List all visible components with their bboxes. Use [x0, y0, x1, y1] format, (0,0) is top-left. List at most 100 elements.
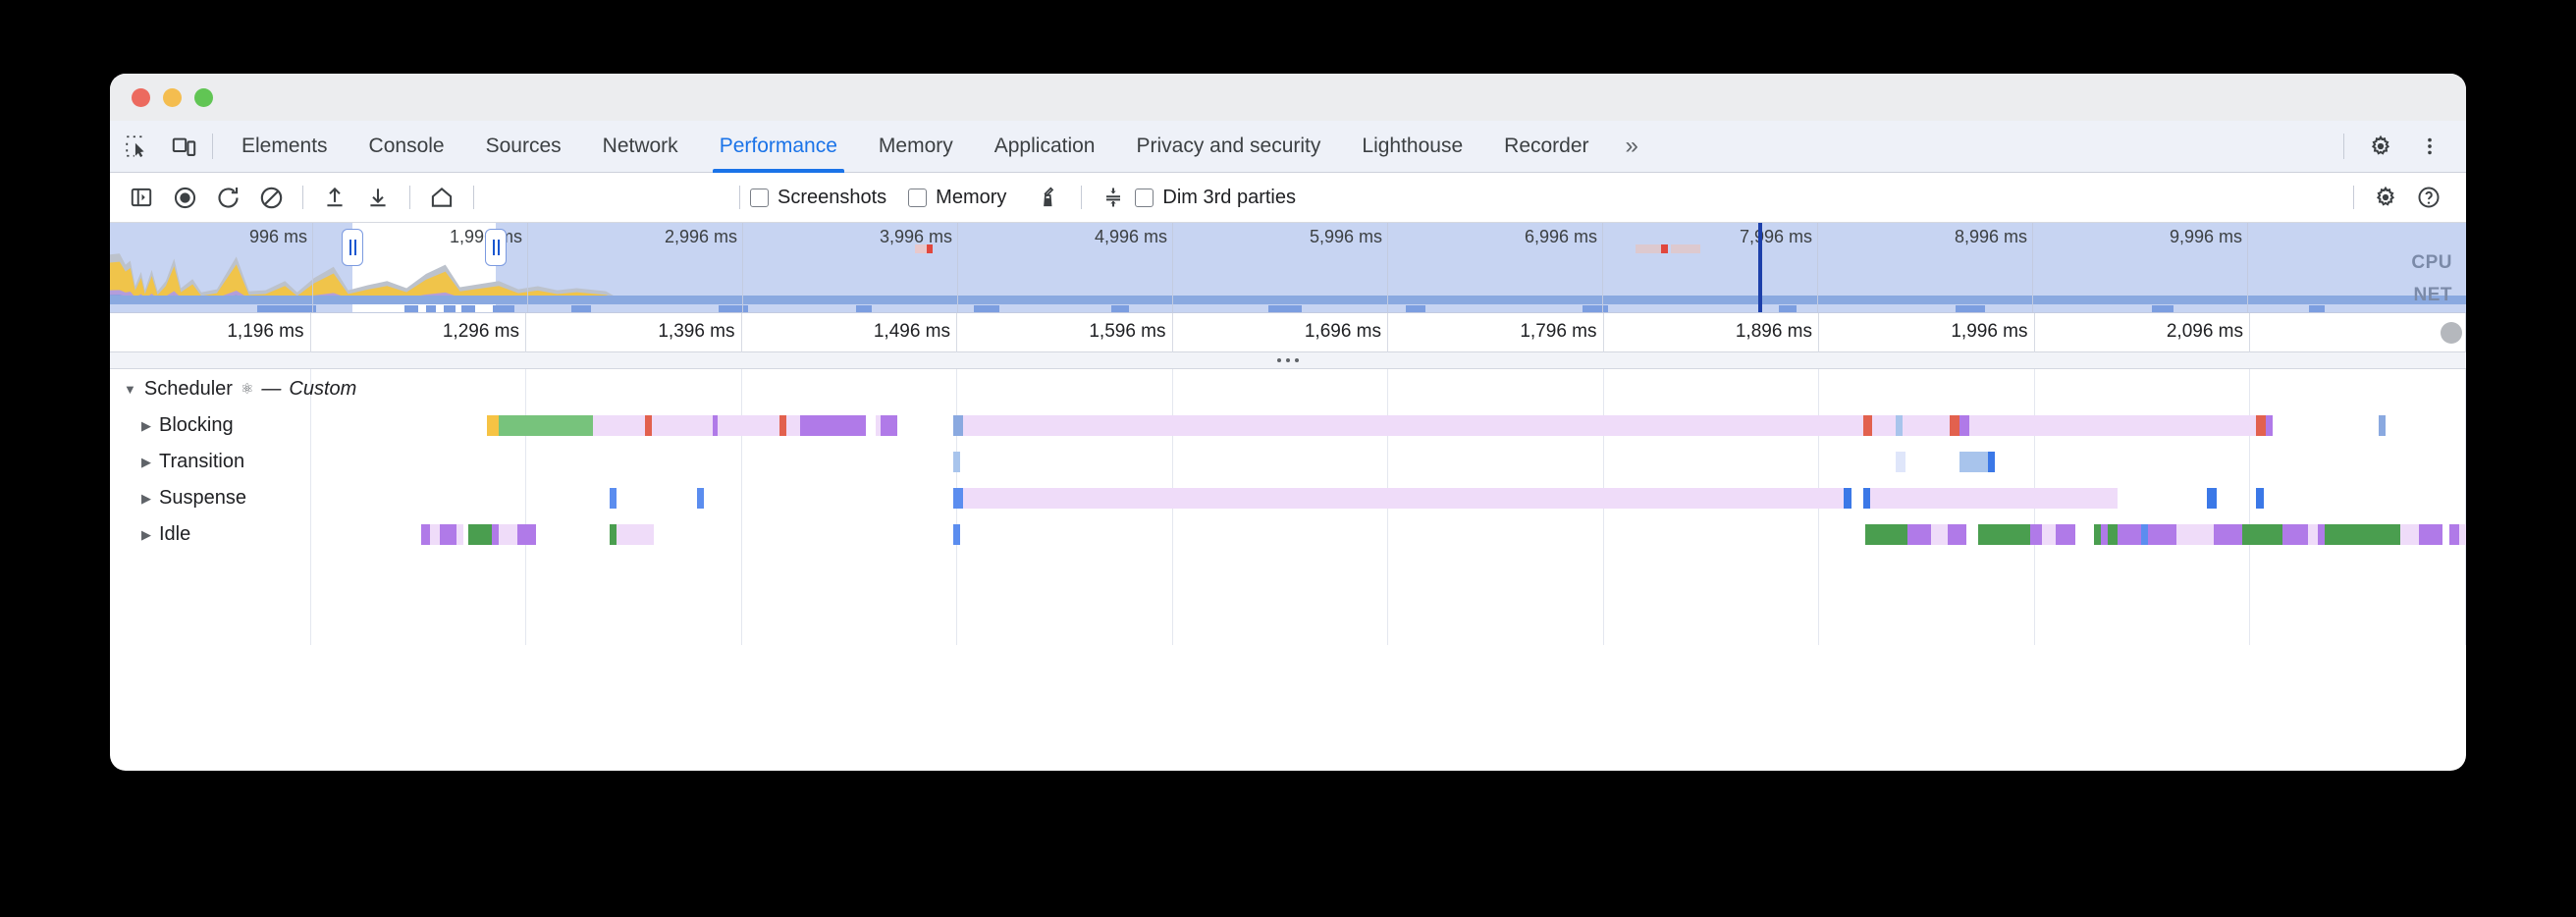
tab-memory[interactable]: Memory	[858, 121, 974, 173]
flamechart-event[interactable]	[491, 524, 499, 545]
flamechart-event[interactable]	[1896, 415, 1904, 436]
flamechart-event[interactable]	[2056, 524, 2075, 545]
gear-icon[interactable]	[2360, 126, 2401, 167]
flamechart-event[interactable]	[778, 415, 786, 436]
flamechart-event[interactable]	[1959, 452, 1993, 472]
flamechart-event[interactable]	[1896, 452, 1905, 472]
overview-window-left-handle[interactable]	[342, 229, 363, 266]
flamechart-event[interactable]	[2242, 524, 2282, 545]
record-icon[interactable]	[163, 178, 206, 217]
flamechart-event[interactable]	[962, 415, 1863, 436]
flamechart-event[interactable]	[2117, 524, 2141, 545]
window-close-button[interactable]	[132, 87, 150, 107]
flamechart-event[interactable]	[1987, 452, 1995, 472]
track-row-header[interactable]: ▶ Blocking	[110, 413, 234, 437]
track-row-blocking[interactable]: ▶ Blocking	[110, 413, 2466, 437]
flamechart-event[interactable]	[800, 415, 867, 436]
reload-and-record-icon[interactable]	[206, 178, 249, 217]
flamechart-event[interactable]	[499, 415, 593, 436]
flamechart-event[interactable]	[2030, 524, 2042, 545]
overview-window-right-handle[interactable]	[485, 229, 507, 266]
chevron-right-icon[interactable]: ▶	[141, 417, 151, 433]
flamechart-event[interactable]	[1950, 415, 1959, 436]
flamechart-event[interactable]	[1844, 488, 1852, 509]
checkbox-box[interactable]	[750, 188, 769, 207]
tab-lighthouse[interactable]: Lighthouse	[1341, 121, 1483, 173]
flamechart-event[interactable]	[2399, 524, 2419, 545]
tab-elements[interactable]: Elements	[221, 121, 349, 173]
flamechart-event[interactable]	[2101, 524, 2109, 545]
flamechart-event[interactable]	[1978, 524, 2030, 545]
gear-icon[interactable]	[2364, 178, 2407, 217]
flamechart-event[interactable]	[487, 415, 499, 436]
help-icon[interactable]	[2407, 178, 2450, 217]
memory-checkbox[interactable]: Memory	[908, 187, 1006, 209]
timeline-resizer-handle[interactable]	[110, 352, 2466, 369]
flamechart-event[interactable]	[880, 415, 897, 436]
chevron-right-icon[interactable]: ▶	[141, 490, 151, 506]
flamechart-event[interactable]	[2256, 415, 2266, 436]
flamechart-event[interactable]	[2042, 524, 2057, 545]
flamechart-event[interactable]	[644, 415, 652, 436]
checkbox-box[interactable]	[908, 188, 928, 207]
screenshots-checkbox[interactable]: Screenshots	[750, 187, 886, 209]
garbage-collect-icon[interactable]	[1028, 178, 1071, 217]
flamechart-event[interactable]	[1862, 488, 1870, 509]
tab-performance[interactable]: Performance	[699, 121, 858, 173]
flamechart-event[interactable]	[2281, 524, 2309, 545]
track-row-suspense[interactable]: ▶ Suspense	[110, 486, 2466, 510]
dim-3rd-parties-checkbox[interactable]: Dim 3rd parties	[1135, 187, 1296, 209]
tab-recorder[interactable]: Recorder	[1483, 121, 1609, 173]
home-icon[interactable]	[420, 178, 463, 217]
flamechart-event[interactable]	[2266, 415, 2274, 436]
flamechart-event[interactable]	[953, 524, 961, 545]
flamechart-event[interactable]	[2379, 415, 2387, 436]
flamechart-event[interactable]	[430, 524, 440, 545]
flamechart-event[interactable]	[1865, 524, 1908, 545]
flamechart-event[interactable]	[440, 524, 456, 545]
flamechart-event[interactable]	[696, 488, 704, 509]
flamechart-event[interactable]	[593, 415, 645, 436]
flamechart-event[interactable]	[2207, 488, 2217, 509]
flamechart-event[interactable]	[876, 415, 881, 436]
collapse-icon[interactable]	[1092, 178, 1135, 217]
flamechart-event[interactable]	[1869, 488, 2118, 509]
flamechart-event[interactable]	[609, 524, 617, 545]
flamechart-event[interactable]	[2214, 524, 2242, 545]
tab-privacy-and-security[interactable]: Privacy and security	[1115, 121, 1341, 173]
flamechart-event[interactable]	[2325, 524, 2400, 545]
tab-console[interactable]: Console	[349, 121, 465, 173]
flamechart-event[interactable]	[2093, 524, 2101, 545]
flamechart-event[interactable]	[652, 415, 714, 436]
flamechart-event[interactable]	[953, 452, 961, 472]
flamechart-event[interactable]	[718, 415, 779, 436]
flamechart-event[interactable]	[953, 415, 963, 436]
flamechart-event[interactable]	[1968, 415, 2257, 436]
flamechart-event[interactable]	[962, 488, 1845, 509]
sidebar-toggle-icon[interactable]	[120, 178, 163, 217]
timeline-ruler[interactable]: 22,096 ms1,996 ms1,896 ms1,796 ms1,696 m…	[110, 313, 2466, 352]
tab-network[interactable]: Network	[582, 121, 699, 173]
flamechart-event[interactable]	[1903, 415, 1951, 436]
flamechart-event[interactable]	[2458, 524, 2466, 545]
chevron-down-icon[interactable]: ▼	[124, 381, 136, 397]
clear-icon[interactable]	[249, 178, 293, 217]
timeline-scroll-handle[interactable]	[2441, 322, 2462, 344]
flamechart-event[interactable]	[2108, 524, 2118, 545]
flamechart-event[interactable]	[2449, 524, 2459, 545]
flamechart-event[interactable]	[2140, 524, 2148, 545]
device-toolbar-icon[interactable]	[163, 126, 204, 167]
flamechart-event[interactable]	[713, 415, 719, 436]
flamechart-event[interactable]	[2317, 524, 2325, 545]
more-tabs-chevron-icon[interactable]: »	[1610, 121, 1654, 173]
tab-sources[interactable]: Sources	[465, 121, 582, 173]
flamechart-event[interactable]	[2148, 524, 2176, 545]
track-group-header[interactable]: ▼ Scheduler ⚛ — Custom	[110, 377, 356, 401]
flamechart-event[interactable]	[2175, 524, 2215, 545]
flamechart-event[interactable]	[2419, 524, 2442, 545]
flamechart-event[interactable]	[2308, 524, 2318, 545]
track-row-header[interactable]: ▶ Transition	[110, 450, 244, 473]
inspect-icon[interactable]	[116, 126, 157, 167]
upload-icon[interactable]	[313, 178, 356, 217]
track-row-header[interactable]: ▶ Suspense	[110, 486, 246, 510]
